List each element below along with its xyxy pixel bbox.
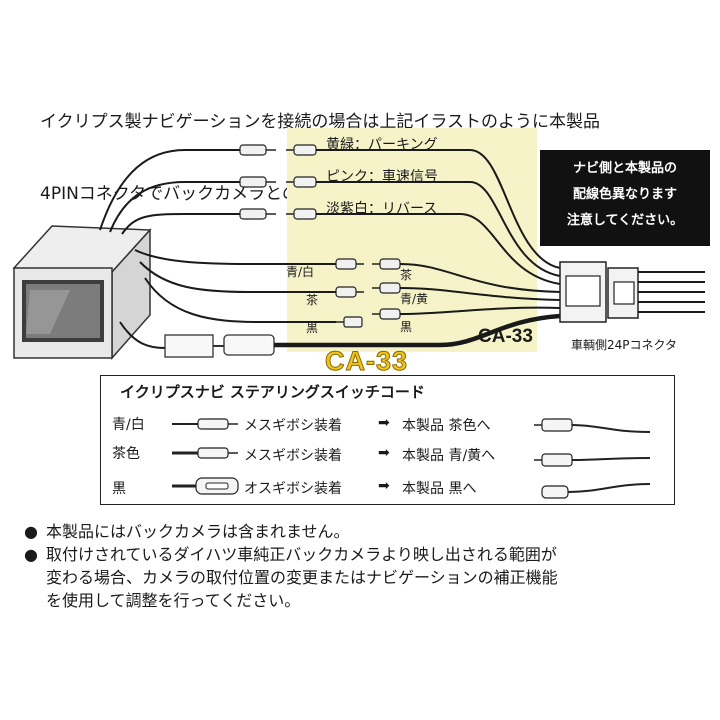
connector-icon xyxy=(372,258,401,270)
product-top-connectors xyxy=(286,144,317,220)
product-wire-label-blue-yellow: 青/黄 xyxy=(400,292,429,306)
steering-row-2-target: 本製品 青/黄へ xyxy=(402,448,496,464)
steering-row-1-color: 青/白 xyxy=(112,417,145,433)
note-item: を使用して調整を行ってください。 xyxy=(24,589,558,612)
steering-row-2-terminal: メスギボシ装着 xyxy=(244,448,342,464)
harness-model-label: CA-33 xyxy=(478,326,533,347)
product-wire-label-brown: 茶 xyxy=(400,268,413,282)
note-item: ● 本製品にはバックカメラは含まれません。 xyxy=(24,520,558,543)
steering-row-2-color: 茶色 xyxy=(112,446,140,462)
connector-icon xyxy=(336,316,363,328)
navigation-unit-icon xyxy=(12,225,152,360)
connector-icon xyxy=(239,144,276,156)
camera-cable xyxy=(164,313,561,358)
connector-icon xyxy=(286,144,317,156)
steering-row-1-terminal: メスギボシ装着 xyxy=(244,418,342,434)
wire-label-speed-signal: ピンク：車速信号 xyxy=(326,169,438,185)
nav-lower-connectors xyxy=(335,258,364,328)
connector-icon xyxy=(372,308,401,320)
product-lower-connectors xyxy=(372,258,401,320)
cable-model-label: CA-33 xyxy=(324,346,409,377)
steering-row-3-target: 本製品 黒へ xyxy=(402,481,477,497)
note-item: ● 取付けされているダイハツ車純正バックカメラより映し出される範囲が xyxy=(24,543,558,566)
product-lower-wires xyxy=(399,263,561,315)
arrow-right-icon: ➡ xyxy=(378,478,390,494)
bullet-icon: ● xyxy=(24,545,38,564)
intro-line-1: イクリプス製ナビゲーションを接続の場合は上記イラストのように本製品 xyxy=(40,112,600,132)
nav-upper-wires xyxy=(99,149,240,235)
connector-icon xyxy=(335,286,364,298)
arrow-right-icon: ➡ xyxy=(378,445,390,461)
note-item: 変わる場合、カメラの取付位置の変更またはナビゲーションの補正機能 xyxy=(24,566,558,589)
note-text: 取付けされているダイハツ車純正バックカメラより映し出される範囲が xyxy=(46,545,557,564)
product-wire-label-black: 黒 xyxy=(400,320,413,334)
note-text: 本製品にはバックカメラは含まれません。 xyxy=(46,522,350,541)
nav-wire-label-black: 黒 xyxy=(306,321,319,335)
callout-line-3: 注意してください。 xyxy=(566,213,684,228)
callout-line-2: 配線色異なります xyxy=(572,187,677,202)
nav-top-connectors xyxy=(239,144,276,220)
nav-wire-label-brown: 茶 xyxy=(306,293,319,307)
bullet-icon: ● xyxy=(24,522,38,541)
product-top-wires xyxy=(316,149,561,285)
steering-switch-cord-box xyxy=(100,375,675,505)
connector-icon xyxy=(239,176,276,188)
connector-icon xyxy=(239,208,276,220)
steering-row-3-terminal: オスギボシ装着 xyxy=(244,481,342,497)
note-text: 変わる場合、カメラの取付位置の変更またはナビゲーションの補正機能 xyxy=(46,568,558,587)
steering-row-3-color: 黒 xyxy=(112,481,126,497)
callout-line-1: ナビ側と本製品の xyxy=(572,161,677,176)
arrow-right-icon: ➡ xyxy=(378,415,390,431)
vehicle-24p-connector-icon xyxy=(559,261,639,323)
nav-wire-label-blue-white: 青/白 xyxy=(286,265,315,279)
connector-icon xyxy=(372,282,401,294)
wire-color-warning-callout: ナビ側と本製品の 配線色異なります 注意してください。 xyxy=(540,150,710,246)
steering-section-title: イクリプスナビ ステアリングスイッチコード xyxy=(120,383,425,401)
connector-icon xyxy=(335,258,364,270)
vehicle-connector-label: 車輌側24Pコネクタ xyxy=(571,338,678,352)
steering-cord-drawings xyxy=(172,418,651,499)
notes-list: ● 本製品にはバックカメラは含まれません。 ● 取付けされているダイハツ車純正バ… xyxy=(24,520,558,612)
note-text: を使用して調整を行ってください。 xyxy=(46,591,301,610)
connector-icon xyxy=(286,176,317,188)
steering-row-1-target: 本製品 茶色へ xyxy=(402,418,491,434)
wire-label-reverse: 淡紫白：リバース xyxy=(326,201,438,217)
vehicle-wires xyxy=(638,271,705,313)
wire-label-parking: 黄緑：パーキング xyxy=(326,137,438,153)
connector-icon xyxy=(286,208,317,220)
nav-lower-wires xyxy=(119,249,336,349)
